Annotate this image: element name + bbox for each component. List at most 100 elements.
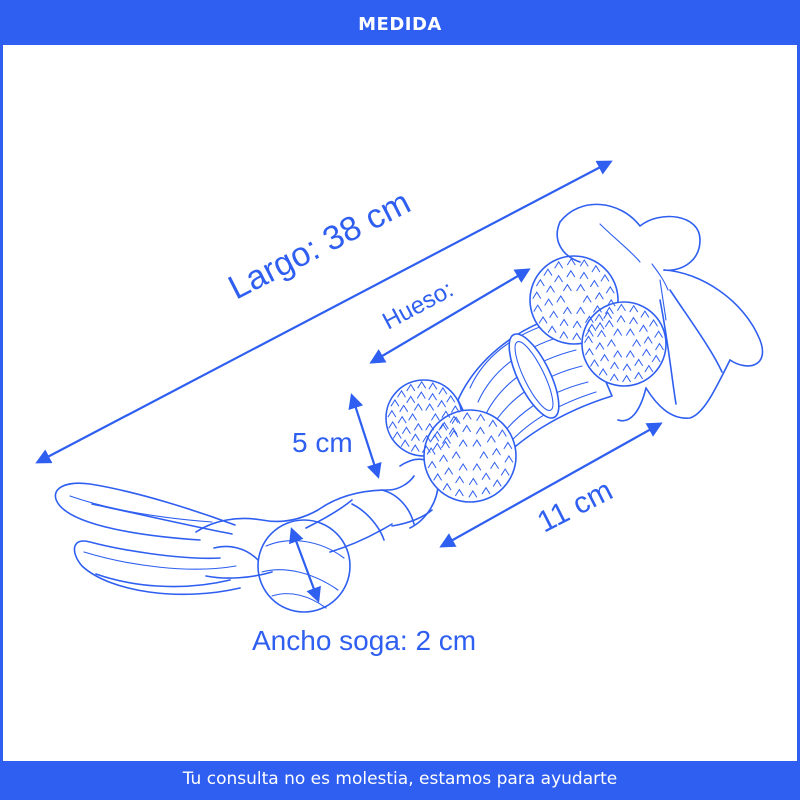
spike	[629, 316, 638, 325]
spike	[616, 314, 626, 323]
spike	[576, 306, 586, 315]
spike	[604, 306, 614, 315]
spike	[649, 319, 658, 327]
footer-bar: Tu consulta no es molestia, estamos para…	[3, 761, 797, 797]
spike	[462, 424, 472, 433]
bone-length-label: 11 cm	[532, 474, 618, 539]
spike	[481, 472, 491, 480]
spike	[591, 264, 601, 273]
spike	[584, 347, 594, 356]
spike	[488, 419, 498, 427]
spike	[401, 426, 411, 434]
spike	[476, 413, 486, 422]
header-title: MEDIDA	[358, 13, 442, 35]
spike	[406, 383, 416, 392]
spike	[590, 359, 599, 367]
spike	[426, 447, 436, 455]
spike	[472, 439, 482, 447]
spike	[625, 349, 635, 358]
spike	[572, 332, 582, 340]
spike	[428, 381, 438, 390]
spike	[468, 490, 478, 498]
spike	[597, 329, 606, 338]
spike	[639, 324, 648, 332]
spike	[610, 361, 619, 370]
spike	[497, 429, 507, 437]
spike	[430, 434, 440, 442]
spike	[472, 463, 482, 471]
spike	[486, 434, 496, 443]
rope-loop-drawing	[54, 482, 241, 596]
spike	[425, 403, 435, 411]
spike	[600, 353, 609, 362]
spike	[613, 349, 623, 358]
bone-label: Hueso:	[378, 276, 458, 336]
spike	[629, 304, 639, 313]
spike	[504, 455, 514, 463]
spike	[606, 298, 616, 307]
spike	[492, 479, 502, 487]
spike	[579, 271, 589, 280]
length-label: Largo: 38 cm	[222, 183, 416, 307]
spike	[622, 363, 632, 371]
bone-length-arrow	[439, 422, 663, 548]
spike	[579, 259, 589, 267]
spike	[432, 442, 442, 451]
spike	[632, 339, 642, 347]
spike	[598, 367, 608, 376]
spike	[538, 316, 548, 324]
spike	[584, 335, 593, 344]
height-arrow	[348, 393, 382, 479]
spike	[584, 329, 594, 337]
spike	[397, 415, 407, 424]
spike	[410, 433, 420, 441]
spike	[428, 392, 438, 401]
spike	[500, 468, 510, 476]
spike	[449, 429, 459, 438]
bone-arrow	[369, 268, 531, 364]
spike	[622, 374, 632, 383]
spike	[595, 342, 605, 350]
spike	[399, 404, 409, 413]
spike	[613, 328, 623, 336]
spike	[605, 285, 615, 294]
spike	[654, 330, 664, 338]
spike	[448, 427, 458, 435]
spike	[547, 325, 557, 333]
spike	[392, 431, 402, 439]
spike	[594, 291, 604, 300]
spike	[417, 380, 427, 389]
spike	[546, 285, 555, 293]
spike	[589, 279, 599, 288]
spike	[387, 409, 397, 418]
spike	[600, 274, 610, 282]
spike	[490, 461, 499, 470]
spike	[400, 439, 410, 447]
spike	[582, 295, 592, 303]
spike	[535, 278, 545, 287]
spike	[606, 339, 616, 347]
spike	[559, 331, 569, 339]
spike	[468, 477, 478, 486]
spike	[603, 311, 613, 319]
spike	[643, 336, 653, 344]
spike	[532, 291, 542, 299]
spike	[593, 304, 602, 313]
spike	[640, 310, 650, 318]
spike	[634, 358, 644, 367]
spike	[422, 434, 432, 443]
spike	[449, 415, 459, 423]
spike	[576, 283, 586, 292]
header-bar: MEDIDA	[3, 3, 797, 45]
spike	[503, 441, 513, 450]
spike	[634, 371, 644, 380]
spike	[655, 342, 664, 351]
cloth-bow-drawing	[556, 203, 764, 422]
spike	[439, 454, 448, 462]
spike	[451, 451, 461, 459]
rope-width-label: Ancho soga: 2 cm	[252, 625, 476, 656]
spike	[566, 269, 576, 278]
spike	[609, 373, 619, 382]
rope-width-arrow	[289, 527, 321, 603]
